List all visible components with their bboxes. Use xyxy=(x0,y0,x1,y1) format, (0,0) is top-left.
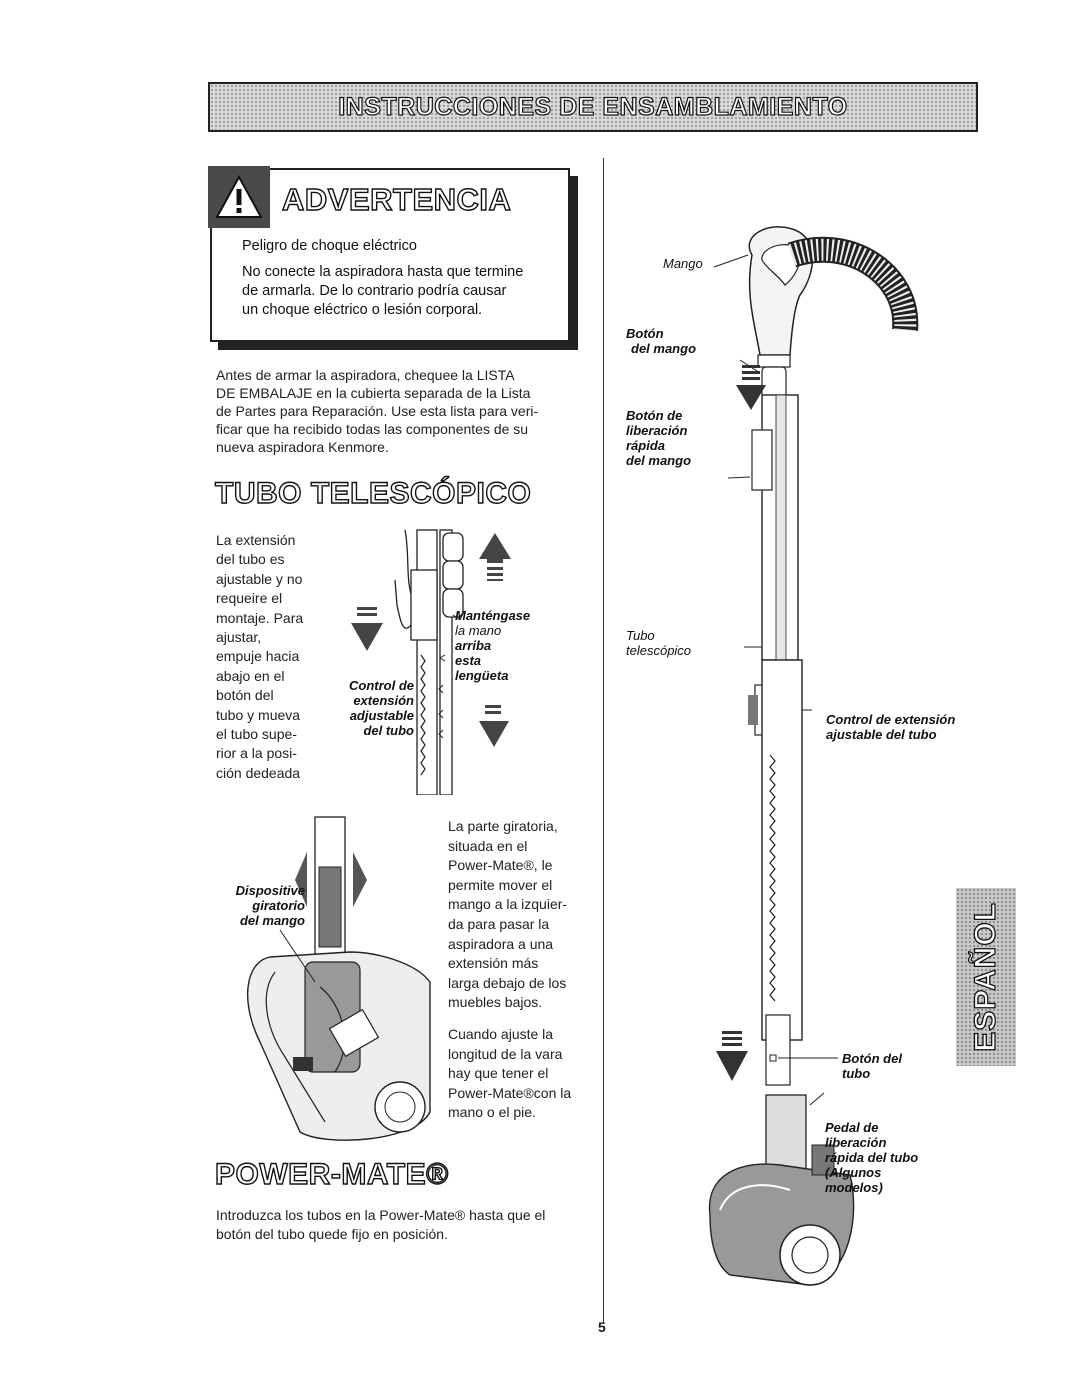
swivel-line: larga debajo de los xyxy=(448,974,567,991)
intro-line: de Partes para Reparación. Use esta list… xyxy=(216,403,539,419)
boton-tubo-label: Botón del tubo xyxy=(842,1051,902,1081)
label-line: (Algunos xyxy=(825,1165,882,1180)
tubo-line: botón del xyxy=(216,687,274,704)
tube-extension-illustration xyxy=(351,529,511,795)
intro-paragraph: Antes de armar la aspiradora, chequee la… xyxy=(216,366,538,456)
swivel-text-2: Cuando ajuste la longitud de la vara hay… xyxy=(448,1025,571,1123)
label-line: Tubo xyxy=(626,628,655,643)
control-extension-label: Control de extensión ajustable del tubo xyxy=(826,712,955,742)
tubo-telescopico-label: Tubo telescópico xyxy=(626,628,691,658)
intro-line: DE EMBALAJE en la cubierta separada de l… xyxy=(216,385,531,401)
label-line: Control de extensión xyxy=(826,712,956,727)
swivel-line: La parte giratoria, xyxy=(448,818,558,834)
tubo-line: del tubo es xyxy=(216,551,285,568)
swivel-line: mango a la izquier- xyxy=(448,896,568,913)
warning-line: de armarla. De lo contrario podría causa… xyxy=(242,283,507,299)
label-line: giratorio xyxy=(252,898,305,913)
label-line: del tubo xyxy=(363,723,414,738)
label-line: rápida xyxy=(626,438,666,453)
label-line: Botón de xyxy=(626,408,683,423)
warning-line: un choque eléctrico o lesión corporal. xyxy=(242,302,483,318)
tubo-line: el tubo supe- xyxy=(216,726,297,743)
tubo-line: ción dedeada xyxy=(216,764,301,781)
label-line: ajustable del tubo xyxy=(826,727,937,742)
tubo-instructions: La extensión del tubo es ajustable y no … xyxy=(216,531,303,783)
mango-label: Mango xyxy=(663,256,703,271)
tubo-line: ajustar, xyxy=(216,629,262,646)
intro-line: ficar que ha recibido todas las componen… xyxy=(216,421,529,437)
hold-tab-label: Manténgase la mano arriba esta lengüeta xyxy=(455,608,530,683)
section-banner: INSTRUCCIONES DE ENSAMBLAMIENTO xyxy=(208,82,978,132)
intro-line: Antes de armar la aspiradora, chequee la… xyxy=(216,367,515,383)
label-line: Dispositive xyxy=(235,883,305,898)
page-number: 5 xyxy=(598,1319,606,1335)
swivel-line: Power-Mate®, le xyxy=(448,857,553,874)
tubo-heading: TUBO TELESCÓPICO xyxy=(214,476,532,510)
label-line: del mango xyxy=(631,341,697,356)
swivel-text: La parte giratoria, situada en el Power-… xyxy=(448,817,567,1013)
tubo-line: tubo y mueva xyxy=(216,706,301,723)
powermate-heading: POWER-MATE® xyxy=(214,1157,449,1191)
label-line: del mango xyxy=(626,453,692,468)
swivel-label: Dispositive giratorio del mango xyxy=(217,883,305,928)
swivel-line: mano o el pie. xyxy=(448,1104,536,1121)
tubo-line: abajo en el xyxy=(216,667,285,684)
label-line: Pedal de xyxy=(825,1120,879,1135)
label-line: adjustable xyxy=(349,708,414,723)
tubo-line: empuje hacia xyxy=(216,648,300,665)
tubo-line: requeire el xyxy=(216,590,283,607)
label-line: liberación xyxy=(825,1135,887,1150)
intro-line: nueva aspiradora Kenmore. xyxy=(216,439,389,455)
label-line: Manténgase xyxy=(455,608,531,623)
label-line: Botón xyxy=(626,326,664,341)
powermate-line: botón del tubo quede fijo en posición. xyxy=(216,1226,448,1242)
label-line: tubo xyxy=(842,1066,871,1081)
label-line: rápida del tubo xyxy=(825,1150,919,1165)
warning-title: ADVERTENCIA xyxy=(281,181,512,217)
label-line: Botón del xyxy=(842,1051,902,1066)
tubo-line: ajustable y no xyxy=(216,570,303,587)
label-line: la mano xyxy=(455,623,502,638)
warning-text: No conecte la aspiradora hasta que termi… xyxy=(242,263,523,320)
swivel-illustration xyxy=(247,816,431,1141)
swivel-line: hay que tener el xyxy=(448,1065,549,1082)
warning-line: No conecte la aspiradora hasta que termi… xyxy=(242,264,524,280)
swivel-line: muebles bajos. xyxy=(448,994,543,1011)
warning-box xyxy=(210,168,570,342)
label-line: liberación xyxy=(626,423,688,438)
label-line: lengüeta xyxy=(455,668,509,683)
tubo-line: La extensión xyxy=(216,532,296,548)
label-line: esta xyxy=(455,653,482,668)
swivel-line: longitud de la vara xyxy=(448,1045,563,1062)
pedal-label: Pedal de liberación rápida del tubo (Alg… xyxy=(825,1120,918,1195)
swivel-line: aspiradora a una xyxy=(448,935,554,952)
powermate-line: Introduzca los tubos en la Power-Mate® h… xyxy=(216,1207,546,1223)
label-line: modelos) xyxy=(825,1180,883,1195)
label-line: telescópico xyxy=(626,643,692,658)
vacuum-assembly-diagram xyxy=(708,226,919,1286)
boton-mango-label: Botón del mango xyxy=(626,326,696,356)
extension-control-label: Control de extensión adjustable del tubo xyxy=(322,678,414,738)
label-line: Control de xyxy=(349,678,414,693)
swivel-line: da para pasar la xyxy=(448,915,550,932)
label-line: arriba xyxy=(455,638,492,653)
swivel-line: Power-Mate®con la xyxy=(448,1084,572,1101)
boton-liberacion-label: Botón de liberación rápida del mango xyxy=(626,408,691,468)
language-tab-label: ESPAÑOL xyxy=(968,901,1002,1052)
label-line: del mango xyxy=(239,913,305,928)
swivel-line: situada en el xyxy=(448,837,528,854)
warning-triangle-icon xyxy=(208,166,270,228)
label-line: extensión xyxy=(353,693,414,708)
column-divider xyxy=(603,158,604,1323)
language-tab: ESPAÑOL xyxy=(956,888,1016,1066)
tubo-line: montaje. Para xyxy=(216,609,304,626)
tubo-line: rior a la posi- xyxy=(216,745,297,762)
banner-title: INSTRUCCIONES DE ENSAMBLAMIENTO xyxy=(338,92,848,121)
warning-subtitle: Peligro de choque eléctrico xyxy=(242,238,417,254)
swivel-line: permite mover el xyxy=(448,876,553,893)
swivel-line: extensión más xyxy=(448,955,539,972)
powermate-text: Introduzca los tubos en la Power-Mate® h… xyxy=(216,1206,545,1244)
swivel-line: Cuando ajuste la xyxy=(448,1026,554,1042)
